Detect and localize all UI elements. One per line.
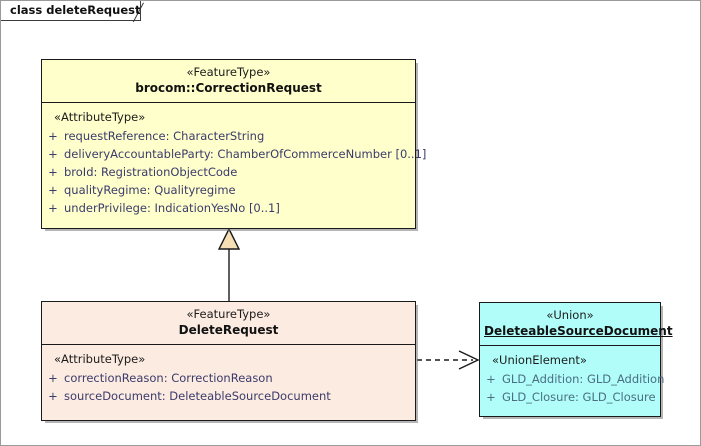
class-name: DeleteRequest <box>178 323 279 337</box>
attribute-row[interactable]: + requestReference: CharacterString <box>42 127 415 145</box>
dependency-connector[interactable] <box>417 350 480 370</box>
attribute-label: sourceDocument: DeleteableSourceDocument <box>64 389 331 403</box>
class-box-delete-request[interactable]: «FeatureType» DeleteRequest «AttributeTy… <box>41 301 416 421</box>
attribute-label: qualityRegime: Qualityregime <box>64 183 236 197</box>
class-box-correction-request[interactable]: «FeatureType» brocom::CorrectionRequest … <box>41 59 426 229</box>
attribute-visibility: + <box>48 389 58 403</box>
class-stereotype: «FeatureType» <box>186 307 271 321</box>
class-name: brocom::CorrectionRequest <box>135 81 322 95</box>
attribute-visibility: + <box>486 390 496 404</box>
diagram-title-label: class deleteRequest <box>10 3 141 17</box>
attribute-row[interactable]: + underPrivilege: IndicationYesNo [0..1] <box>42 199 415 217</box>
attribute-stereotype: «AttributeType» <box>54 110 146 124</box>
attribute-row[interactable]: + GLD_Closure: GLD_Closure <box>480 388 660 406</box>
attribute-label: requestReference: CharacterString <box>64 129 265 143</box>
class-box-deleteable-source-document[interactable]: «Union» DeleteableSourceDocument «UnionE… <box>479 302 673 417</box>
attribute-visibility: + <box>486 372 496 386</box>
attribute-visibility: + <box>48 201 58 215</box>
attribute-stereotype: «UnionElement» <box>492 353 587 367</box>
attributes-compartment-correction-request: «AttributeType» + requestReference: Chara… <box>42 103 426 223</box>
attribute-row[interactable]: + broId: RegistrationObjectCode <box>42 163 415 181</box>
class-stereotype: «FeatureType» <box>186 65 271 79</box>
attributes-compartment-deleteable-source-document: «UnionElement» + GLD_Addition: GLD_Additi… <box>480 346 664 412</box>
attribute-row[interactable]: + deliveryAccountableParty: ChamberOfComm… <box>42 145 426 163</box>
attribute-visibility: + <box>48 183 58 197</box>
class-name: DeleteableSourceDocument <box>484 324 673 338</box>
attribute-visibility: + <box>48 371 58 385</box>
attribute-label: GLD_Closure: GLD_Closure <box>502 390 656 404</box>
attribute-visibility: + <box>48 165 58 179</box>
attribute-label: broId: RegistrationObjectCode <box>64 165 238 179</box>
attributes-compartment-delete-request: «AttributeType» + correctionReason: Corre… <box>42 345 415 411</box>
attribute-row[interactable]: + GLD_Addition: GLD_Addition <box>480 370 664 388</box>
class-header-delete-request: «FeatureType» DeleteRequest <box>42 302 415 345</box>
attribute-label: underPrivilege: IndicationYesNo [0..1] <box>64 201 280 215</box>
attribute-stereotype: «AttributeType» <box>54 352 146 366</box>
generalization-connector[interactable] <box>217 227 241 301</box>
attribute-row[interactable]: + correctionReason: CorrectionReason <box>42 369 415 387</box>
attribute-label: GLD_Addition: GLD_Addition <box>502 372 665 386</box>
attribute-visibility: + <box>48 129 58 143</box>
class-header-correction-request: «FeatureType» brocom::CorrectionRequest <box>42 60 415 103</box>
class-stereotype: «Union» <box>546 308 594 322</box>
attribute-row[interactable]: + qualityRegime: Qualityregime <box>42 181 415 199</box>
class-header-deleteable-source-document: «Union» DeleteableSourceDocument <box>480 303 673 346</box>
attribute-row[interactable]: + sourceDocument: DeleteableSourceDocumen… <box>42 387 415 405</box>
attribute-visibility: + <box>48 147 58 161</box>
attribute-label: correctionReason: CorrectionReason <box>64 371 273 385</box>
attribute-label: deliveryAccountableParty: ChamberOfComme… <box>64 147 427 161</box>
